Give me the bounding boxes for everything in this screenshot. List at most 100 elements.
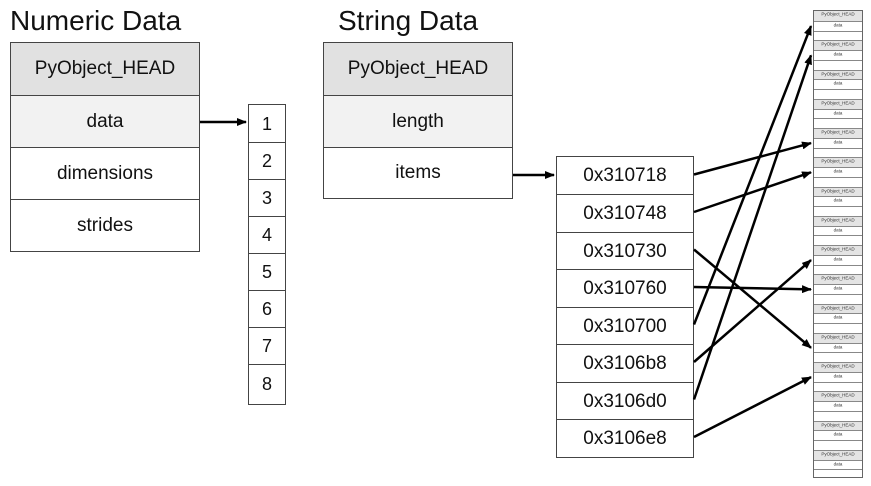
memory-data-cell xyxy=(814,30,862,41)
memory-object-header-label: PyObject_HEAD xyxy=(821,450,855,457)
memory-object-header-label: PyObject_HEAD xyxy=(821,392,855,399)
array-value: 7 xyxy=(249,327,285,365)
address-pointer-arrow xyxy=(693,171,812,214)
memory-object-header-label: PyObject_HEAD xyxy=(821,304,855,311)
memory-object-header-label: PyObject_HEAD xyxy=(821,158,855,165)
numeric-struct: PyObject_HEAD data dimensions strides xyxy=(10,42,200,252)
memory-object-header: PyObject_HEAD xyxy=(814,245,862,255)
array-value: 1 xyxy=(261,113,272,134)
memory-data-cell: data xyxy=(814,167,862,177)
string-struct: PyObject_HEAD length items xyxy=(323,42,513,199)
memory-data-label: data xyxy=(833,138,843,145)
memory-object-header: PyObject_HEAD xyxy=(814,420,862,431)
memory-data-cell: data xyxy=(814,20,862,31)
string-items-field: items xyxy=(324,147,512,198)
memory-object-header: PyObject_HEAD xyxy=(814,332,862,343)
numeric-values-array: 1 2 3 4 5 6 7 8 xyxy=(248,104,286,405)
memory-data-cell: data xyxy=(814,137,862,148)
memory-data-label: data xyxy=(833,343,843,350)
address-cell: 0x310700 xyxy=(557,307,693,345)
address-pointer-arrow xyxy=(693,375,812,439)
memory-object-header: PyObject_HEAD xyxy=(814,157,862,167)
address-pointer-arrow xyxy=(693,141,812,176)
numeric-dimensions-field: dimensions xyxy=(11,147,199,199)
memory-data-cell: data xyxy=(814,371,862,382)
memory-object-header: PyObject_HEAD xyxy=(814,362,862,372)
memory-object-header: PyObject_HEAD xyxy=(814,449,862,460)
numeric-data-title: Numeric Data xyxy=(10,5,182,36)
memory-object-header-label: PyObject_HEAD xyxy=(821,70,855,77)
numeric-pyobject-head-field: PyObject_HEAD xyxy=(11,43,199,95)
memory-data-cell xyxy=(814,410,862,421)
memory-data-cell xyxy=(814,176,862,187)
memory-data-label: data xyxy=(833,168,843,174)
memory-object-header: PyObject_HEAD xyxy=(814,391,862,401)
memory-data-cell xyxy=(814,147,862,158)
memory-data-label: data xyxy=(833,314,843,321)
memory-data-cell xyxy=(814,381,862,392)
address-cell: 0x310748 xyxy=(557,194,693,232)
memory-data-cell xyxy=(814,264,862,275)
memory-object-header: PyObject_HEAD xyxy=(814,274,862,284)
array-value: 8 xyxy=(249,364,285,404)
memory-object-header-label: PyObject_HEAD xyxy=(821,187,855,194)
numeric-data-field: data xyxy=(11,95,199,147)
memory-data-label: data xyxy=(833,402,843,408)
memory-data-cell: data xyxy=(814,79,862,89)
array-value: 6 xyxy=(249,290,285,328)
address-pointer-arrow xyxy=(692,54,813,400)
memory-data-label: data xyxy=(833,255,843,262)
memory-data-label: data xyxy=(833,51,843,57)
memory-data-cell xyxy=(814,89,862,99)
memory-object-header: PyObject_HEAD xyxy=(814,215,862,226)
address-cell: 0x310718 xyxy=(583,165,667,186)
memory-data-cell xyxy=(814,323,862,333)
memory-data-cell: data xyxy=(814,459,862,470)
address-pointer-arrow xyxy=(692,25,813,325)
memory-data-cell xyxy=(814,59,862,70)
address-cell: 0x3106e8 xyxy=(557,419,693,457)
memory-object-header-label: PyObject_HEAD xyxy=(821,11,855,17)
memory-object-header: PyObject_HEAD xyxy=(814,303,862,314)
memory-data-label: data xyxy=(833,109,843,116)
memory-data-cell: data xyxy=(814,225,862,236)
memory-data-cell: data xyxy=(814,313,862,323)
memory-data-label: data xyxy=(833,21,843,28)
array-value: 2 xyxy=(249,142,285,180)
string-pyobject-head-field: PyObject_HEAD xyxy=(324,43,512,95)
memory-object-header: PyObject_HEAD xyxy=(814,128,862,138)
address-cell: 0x3106d0 xyxy=(557,382,693,420)
memory-data-cell: data xyxy=(814,108,862,119)
memory-data-cell: data xyxy=(814,342,862,353)
memory-data-cell: data xyxy=(814,284,862,294)
memory-object-header: PyObject_HEAD xyxy=(814,11,862,21)
memory-data-label: data xyxy=(833,372,843,379)
memory-object-header: PyObject_HEAD xyxy=(814,40,862,50)
numeric-strides-field: strides xyxy=(11,199,199,251)
address-cell: 0x310730 xyxy=(557,232,693,270)
memory-object-header-label: PyObject_HEAD xyxy=(821,275,855,282)
memory-object-header-label: PyObject_HEAD xyxy=(821,41,855,48)
memory-object-header-label: PyObject_HEAD xyxy=(821,246,855,252)
memory-data-cell xyxy=(814,440,862,450)
address-pointer-arrow xyxy=(693,285,812,294)
memory-object-header: PyObject_HEAD xyxy=(814,98,862,109)
memory-data-cell xyxy=(814,293,862,304)
memory-object-header: PyObject_HEAD xyxy=(814,186,862,197)
string-length-field: length xyxy=(324,95,512,147)
array-value: 4 xyxy=(249,216,285,254)
memory-data-label: data xyxy=(833,431,843,438)
memory-data-cell xyxy=(814,235,862,245)
memory-data-cell xyxy=(814,118,862,128)
memory-data-label: data xyxy=(833,460,843,467)
memory-object-header-label: PyObject_HEAD xyxy=(821,421,855,428)
memory-data-cell: data xyxy=(814,430,862,440)
array-value: 3 xyxy=(249,179,285,217)
address-pointer-arrow xyxy=(693,248,812,349)
memory-object-header-label: PyObject_HEAD xyxy=(821,363,855,369)
memory-object-header-label: PyObject_HEAD xyxy=(821,333,855,340)
address-cell: 0x310760 xyxy=(557,269,693,307)
memory-object-header-label: PyObject_HEAD xyxy=(821,99,855,106)
